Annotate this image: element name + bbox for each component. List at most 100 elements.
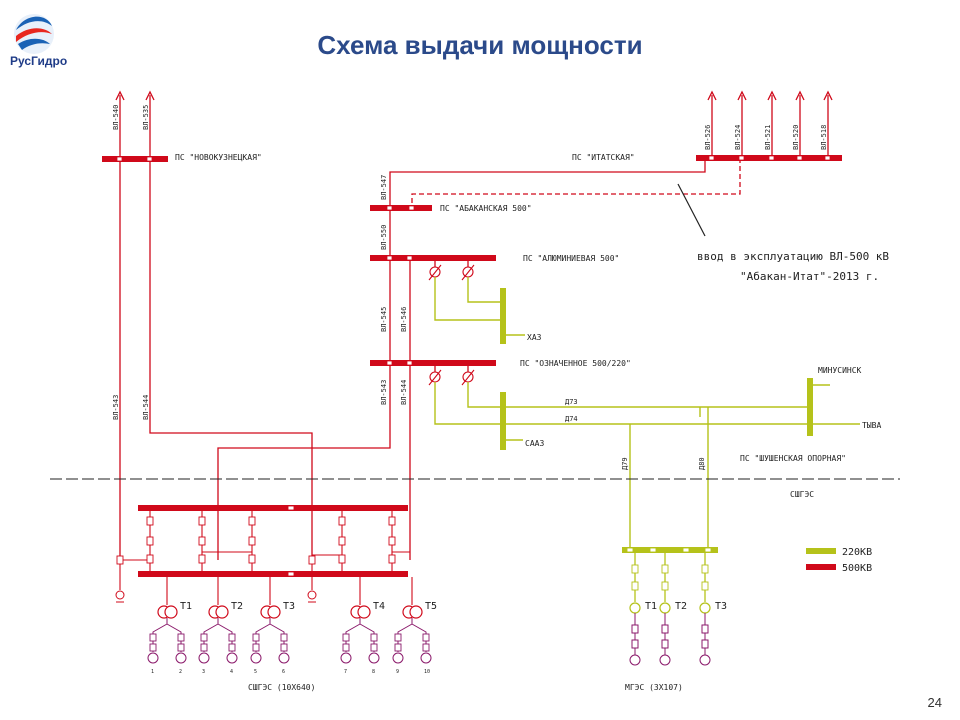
label-vl543-left: ВЛ-543 [112,395,120,420]
generator-breaker [200,643,208,652]
generator-icon [392,652,404,664]
generator-breaker [342,633,350,642]
generator-breaker [228,643,236,652]
label-vl521: ВЛ-521 [764,125,772,150]
generator-branch [411,618,427,652]
bus-khaz [500,288,506,344]
mges-bus [622,547,718,553]
generator-breaker [149,633,157,642]
generator-breaker [200,633,208,642]
logo-text: РусГидро [10,54,68,68]
generator-breaker [149,643,157,652]
label-vl518: ВЛ-518 [820,125,828,150]
vl543-right-line [217,363,391,560]
generator-icon [278,652,290,664]
label-sshges: СШГЭС [790,490,814,499]
label-vl540: ВЛ-540 [112,105,120,130]
label-saaz: СААЗ [525,439,544,448]
generator-icon [147,652,159,664]
label-minusinsk: МИНУСИНСК [818,366,862,375]
bus-saaz [500,392,506,450]
generator-icon [198,652,210,664]
generator-branch [166,618,182,652]
label-mges-t2: Т2 [675,601,687,612]
generator-breaker [252,643,260,652]
label-t2: Т2 [231,601,243,612]
label-itatskaya: ПС "ИТАТСКАЯ" [572,153,635,162]
page-number: 24 [927,695,942,710]
generator-breaker [280,643,288,652]
vl535-arrow-icon [145,90,155,101]
legend-500-label: 500КВ [842,563,872,574]
generator-breaker [422,633,430,642]
label-vl546: ВЛ-546 [400,307,408,332]
generator-breaker [252,633,260,642]
generator-number: 9 [396,669,399,675]
generator-icon [420,652,432,664]
generator-icon [226,652,238,664]
label-vl547: ВЛ-547 [380,175,388,200]
generator-breaker [422,643,430,652]
bus-abakanskaya [370,205,432,211]
label-t4: Т4 [373,601,385,612]
label-aluminievaya: ПС "АЛЮМИНИЕВАЯ 500" [523,254,619,263]
generator-breaker [228,633,236,642]
generator-branch [269,618,285,652]
generator-breaker [394,633,402,642]
label-mges-t3: Т3 [715,601,727,612]
bus-shushenskaya [807,378,813,436]
label-vl524: ВЛ-524 [734,125,742,150]
generator-number: 4 [230,669,233,675]
label-khaz: ХАЗ [527,333,542,342]
legend-220-label: 220КВ [842,547,872,558]
generator-breaker [370,643,378,652]
generator-breaker [394,643,402,652]
label-d80: Д80 [698,457,706,470]
label-d74: Д74 [565,415,578,423]
legend-220-swatch [806,548,836,554]
generator-number: 10 [424,669,430,675]
label-oznachennoe: ПС "ОЗНАЧЕННОЕ 500/220" [520,359,631,368]
label-vl544-right: ВЛ-544 [400,380,408,405]
bus-novokuznetskaya [102,156,168,162]
label-mges-caption: МГЭС (3Х107) [625,683,683,692]
label-vl526: ВЛ-526 [704,125,712,150]
label-vl543-right: ВЛ-543 [380,380,388,405]
label-vl550: ВЛ-550 [380,225,388,250]
sshges-bus-2 [138,571,408,577]
label-sshges-caption: СШГЭС (10Х640) [248,683,315,692]
vl547-line [389,158,706,208]
label-t5: Т5 [425,601,437,612]
label-vl520: ВЛ-520 [792,125,800,150]
generator-number: 7 [344,669,347,675]
generator-number: 3 [202,669,205,675]
generator-icon [250,652,262,664]
generator-icon [368,652,380,664]
label-novokuznetskaya: ПС "НОВОКУЗНЕЦКАЯ" [175,153,262,162]
generator-number: 2 [179,669,182,675]
generator-branch [359,618,375,652]
legend-500-swatch [806,564,836,570]
label-t3: Т3 [283,601,295,612]
sshges-bus-1 [138,505,408,511]
label-mges-t1: Т1 [645,601,657,612]
note-pointer [677,183,706,237]
vl544-left-line [149,160,313,560]
label-vl535: ВЛ-535 [142,105,150,130]
generator-breaker [342,643,350,652]
label-tyva: ТЫВА [862,421,881,430]
bus-aluminievaya [370,255,496,261]
generator-number: 1 [151,669,154,675]
label-d73: Д73 [565,398,578,406]
generator-icon [175,652,187,664]
planned-abakan-itat-line [411,158,741,208]
generator-branch [217,618,233,652]
generator-icon [340,652,352,664]
generator-breaker [370,633,378,642]
generator-number: 8 [372,669,375,675]
generator-breaker [177,643,185,652]
label-abakanskaya: ПС "АБАКАНСКАЯ 500" [440,204,532,213]
label-shushenskaya: ПС "ШУШЕНСКАЯ ОПОРНАЯ" [740,454,846,463]
label-d79: Д79 [621,457,629,470]
